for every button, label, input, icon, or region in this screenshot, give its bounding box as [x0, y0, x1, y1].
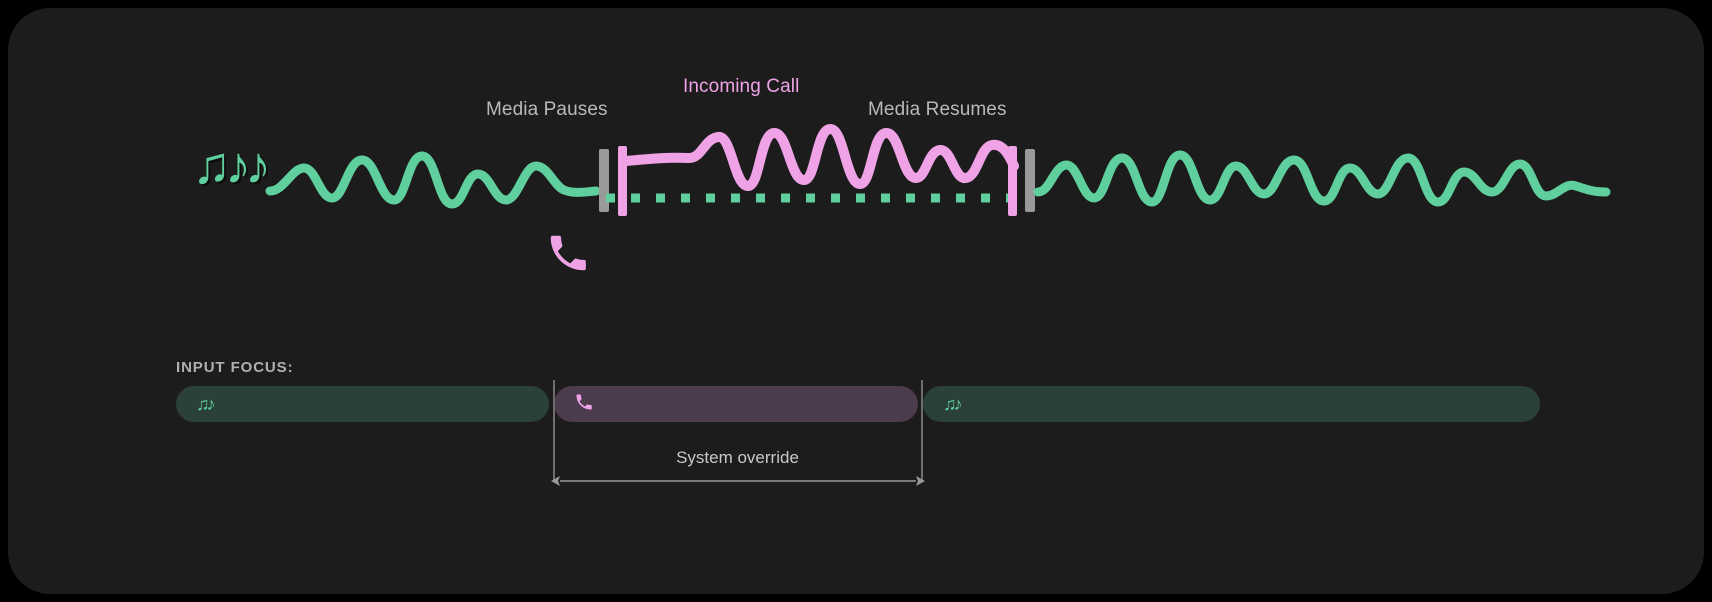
call-end-marker-pink: [1008, 146, 1017, 216]
media-waveform-left: [265, 151, 601, 209]
segment-media-before[interactable]: ♫♪: [176, 386, 549, 422]
diagram-card: Media Pauses Incoming Call Media Resumes…: [8, 8, 1704, 594]
input-focus-caption: INPUT FOCUS:: [176, 359, 294, 376]
resume-marker-gray: [1025, 149, 1035, 212]
pause-marker-gray: [599, 149, 609, 212]
music-notes-icon: ♫♪: [943, 394, 962, 414]
override-span-arrow: [551, 476, 925, 486]
label-media-pauses: Media Pauses: [486, 99, 608, 120]
label-incoming-call: Incoming Call: [683, 76, 800, 97]
label-media-resumes: Media Resumes: [868, 99, 1007, 120]
waveform-graphic: [265, 124, 1611, 216]
music-notes-icon: ♫♪♪: [192, 137, 271, 195]
segment-media-after[interactable]: ♫♪: [923, 386, 1540, 422]
media-waveform-right: [1033, 150, 1611, 207]
phone-icon: [574, 392, 594, 416]
audio-focus-timeline: Media Pauses Incoming Call Media Resumes…: [8, 8, 1704, 338]
phone-icon: [550, 235, 586, 271]
override-bracket-left: [553, 380, 555, 480]
segment-call[interactable]: [554, 386, 918, 422]
input-focus-section: INPUT FOCUS: ♫♪ ♫♪ System override: [8, 338, 1704, 594]
system-override-label: System override: [676, 448, 799, 467]
music-notes-icon: ♫♪: [196, 394, 215, 414]
override-bracket-right: [921, 380, 923, 480]
call-waveform: [621, 124, 1019, 191]
